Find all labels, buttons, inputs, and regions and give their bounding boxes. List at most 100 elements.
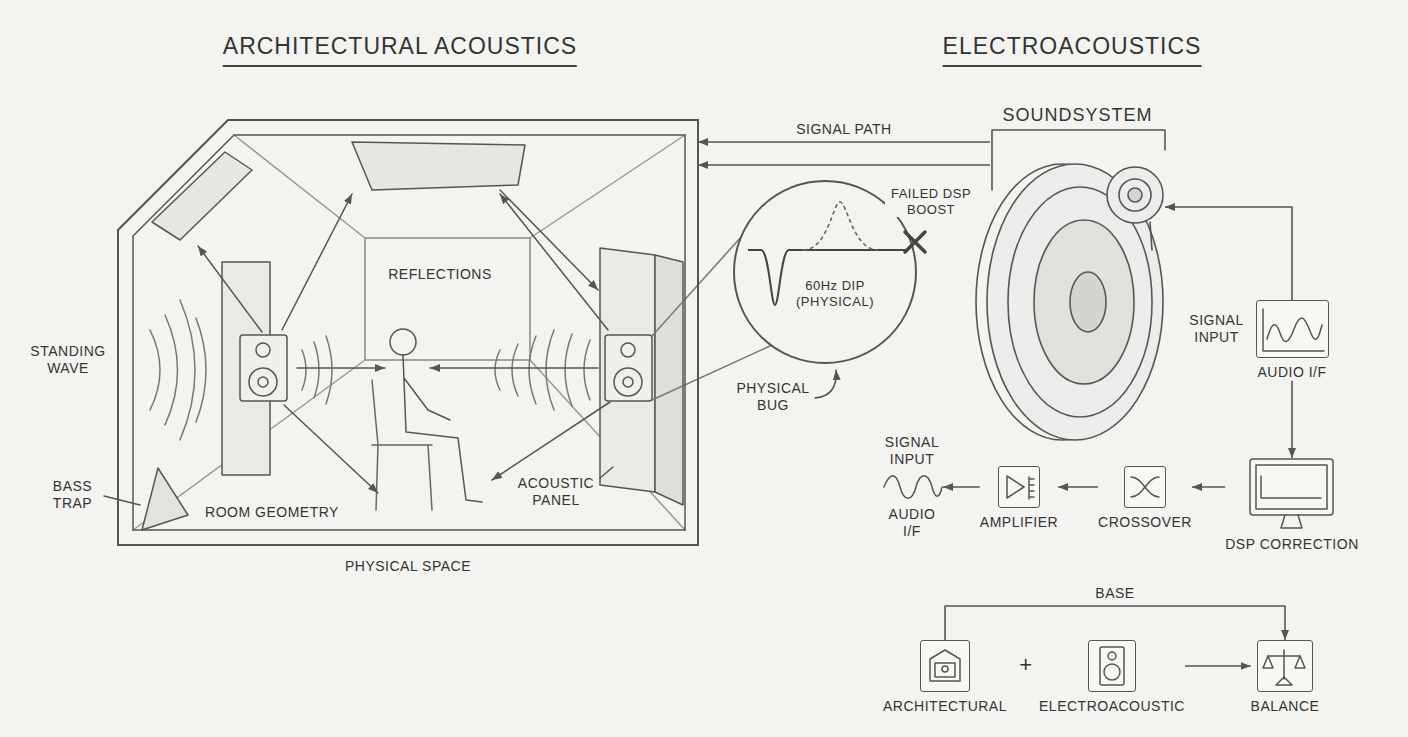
drawn-svg [1258,641,1311,690]
connector-label: BASE [1092,585,1137,602]
drawn-path [495,330,590,410]
soundsystem-group: SOUNDSYSTEM [990,105,1165,440]
drawn-circle [942,666,948,672]
drawn-path [1131,477,1159,497]
connector-arrow [1185,665,1251,667]
drawn-path [297,367,385,369]
drawn-g [1250,459,1333,528]
tweeter-post [1150,222,1152,250]
sine-icon [882,472,942,502]
speaker-basket [987,164,1163,440]
crossover-box: CROSSOVER [1098,466,1192,531]
reflection-arrows [198,190,610,493]
bass-trap-leader [104,496,140,505]
drawn-circle [1108,652,1116,660]
drawn-circle [390,329,416,355]
connector-arrow [943,486,980,488]
dip-label: 60Hz DIP (PHYSICAL) [791,278,879,309]
drawn-rect [240,335,287,401]
boost-curve [803,202,878,250]
inner-wall [133,135,685,530]
node-label: AUDIO I/F [881,506,943,540]
physical-bug-arrow [815,370,836,398]
node-label: CROSSOVER [1098,514,1192,531]
connector-arrow [1058,486,1098,488]
connector-arrow [698,164,990,166]
graph-icon [1256,300,1329,358]
connector-label: SIGNAL PATH [793,121,894,138]
drawn-path [430,367,598,369]
tweeter-ring [1119,179,1151,211]
balance-box: BALANCE [1251,640,1320,715]
drawn-path [1261,476,1321,498]
drawn-path [884,476,942,499]
dsp-monitor: DSP CORRECTION [1225,458,1359,553]
outer-wall [118,120,698,545]
region-label: ROOM GEOMETRY [205,504,339,521]
drawn-path [1007,476,1024,498]
drawn-rect [935,663,955,677]
crossover-icon [1124,466,1166,508]
node-label: AMPLIFIER [980,514,1058,531]
acoustic-panel-leader [600,467,613,478]
node-label: AUDIO I/F [1257,364,1326,381]
node-label: SIGNAL INPUT [881,434,943,468]
monitor-icon [1249,458,1334,530]
corner-panel [152,152,252,240]
drawn-rect [1100,647,1124,685]
drawn-circle [621,343,635,357]
drawn-path [1268,650,1300,679]
drawn-rect [1256,465,1327,509]
drawn-svg [999,467,1038,506]
drawn-svg [1125,467,1164,506]
drawn-circle [258,377,268,387]
drawn-svg [882,472,942,502]
drawn-g [1263,309,1324,351]
region-label: REFLECTIONS [388,266,492,283]
soundsystem-speaker [976,130,1165,440]
drawn-path [1029,477,1034,499]
ceiling-panel [352,142,525,190]
speaker-icon [1088,640,1136,692]
room-interior [104,135,836,530]
drawn-rect [1250,459,1333,515]
side-label: SIGNAL INPUT [1186,312,1248,346]
drawn-path [1263,656,1305,668]
drawn-g [1007,476,1034,499]
drawn-path [284,405,378,493]
drawn-svg [921,641,968,690]
connector-arrow [1192,486,1225,488]
drawn-path [372,380,432,510]
drawn-path [1267,318,1322,342]
room-caption: PHYSICAL SPACE [118,558,698,575]
node-label: BALANCE [1251,698,1320,715]
connector-arrow [698,141,990,143]
failed-mark [905,232,925,252]
failed-boost-label: FAILED DSP BOOST [885,186,977,217]
output-signal: SIGNAL INPUT AUDIO I/F [881,434,943,539]
drawn-path [282,194,352,330]
connector-arrow [1165,207,1292,300]
amplifier-icon [998,466,1040,508]
drawn-circle [256,343,270,357]
right-acoustic-panel-side [655,255,683,505]
callout-label: BASS TRAP [45,478,100,512]
drawn-g [1100,647,1124,685]
interface-box: AUDIO I/FSIGNAL INPUT [1256,300,1329,381]
drawn-g [1131,477,1159,497]
drawn-path [403,355,482,502]
drawn-circle [1104,664,1120,680]
drawn-g [930,650,960,681]
speaker-dust-cap [1070,272,1106,332]
perspective-lines [133,135,685,530]
section-heading: ARCHITECTURAL ACOUSTICS [223,33,577,67]
plus-sign: + [1019,652,1032,678]
connector-arrow [945,606,1285,640]
speaker-cone [1034,220,1134,384]
node-label: ELECTROACOUSTIC [1039,698,1185,715]
drawn-circle [249,368,277,396]
drawn-path [930,650,960,681]
callout-label: STANDING WAVE [22,343,114,377]
